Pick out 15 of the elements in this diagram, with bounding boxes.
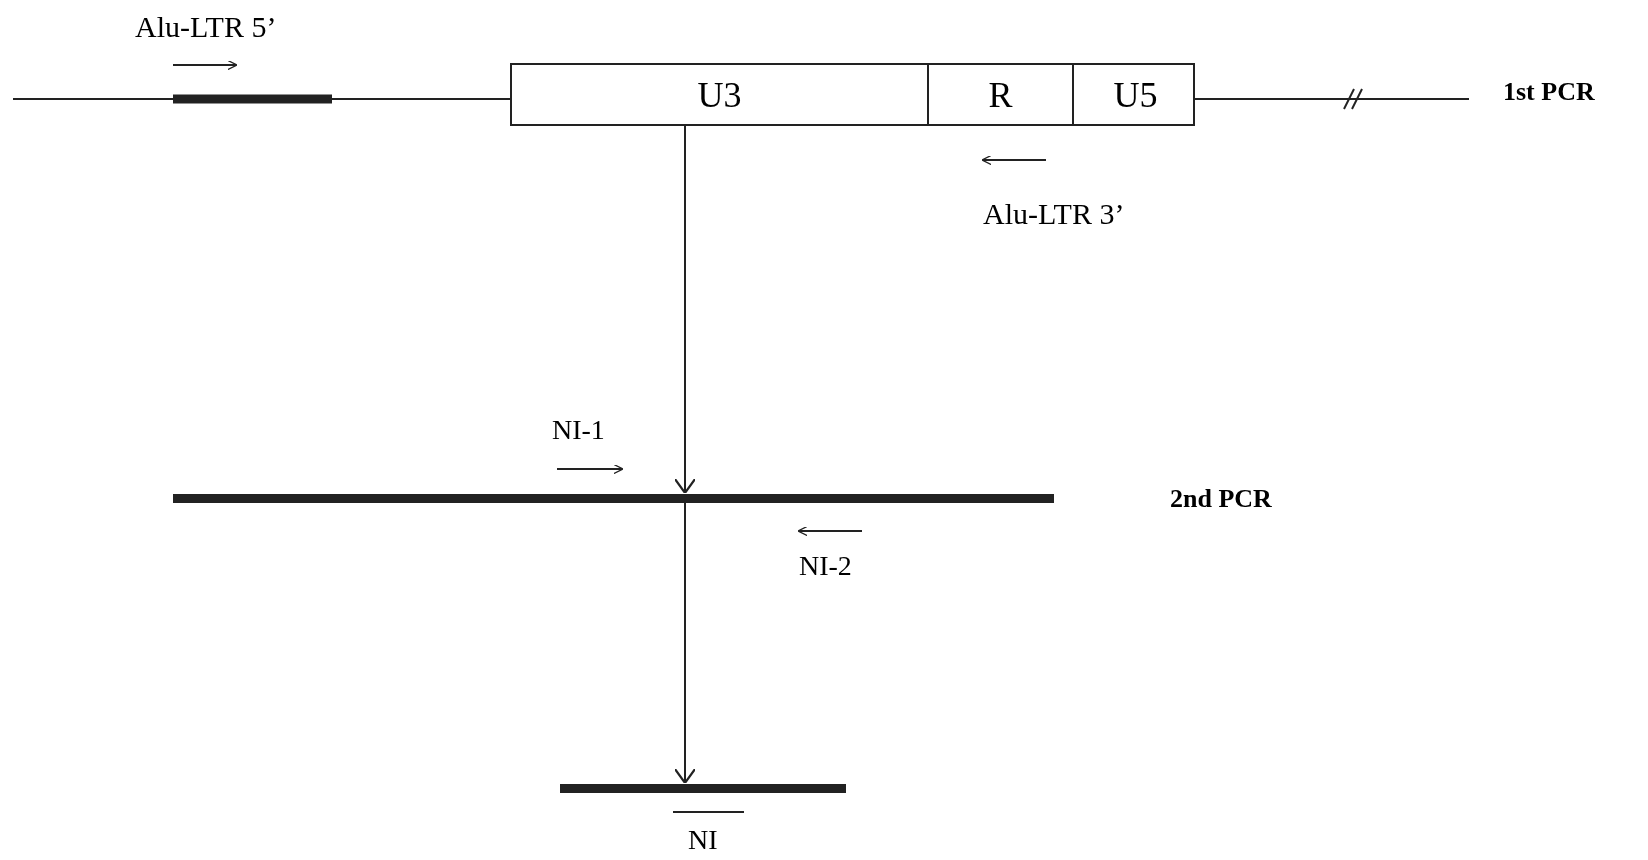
- arrow: [677, 125, 693, 494]
- primer-label: NI-2: [799, 552, 852, 580]
- dna-bar: [173, 494, 1054, 503]
- stage-label: 1st PCR: [1503, 79, 1595, 105]
- region-label: U3: [697, 76, 742, 113]
- region-label: NI: [688, 826, 718, 854]
- primer-label: Alu-LTR 3’: [983, 199, 1125, 229]
- stage-label: 2nd PCR: [1170, 486, 1272, 512]
- primer-label: NI-1: [552, 416, 605, 444]
- region-label: U5: [1113, 76, 1158, 113]
- primer-label: Alu-LTR 5’: [135, 12, 277, 42]
- dna-bar: [560, 784, 846, 793]
- arrow: [677, 502, 693, 784]
- region-label: R: [988, 76, 1013, 113]
- ltr-box: [510, 63, 1195, 126]
